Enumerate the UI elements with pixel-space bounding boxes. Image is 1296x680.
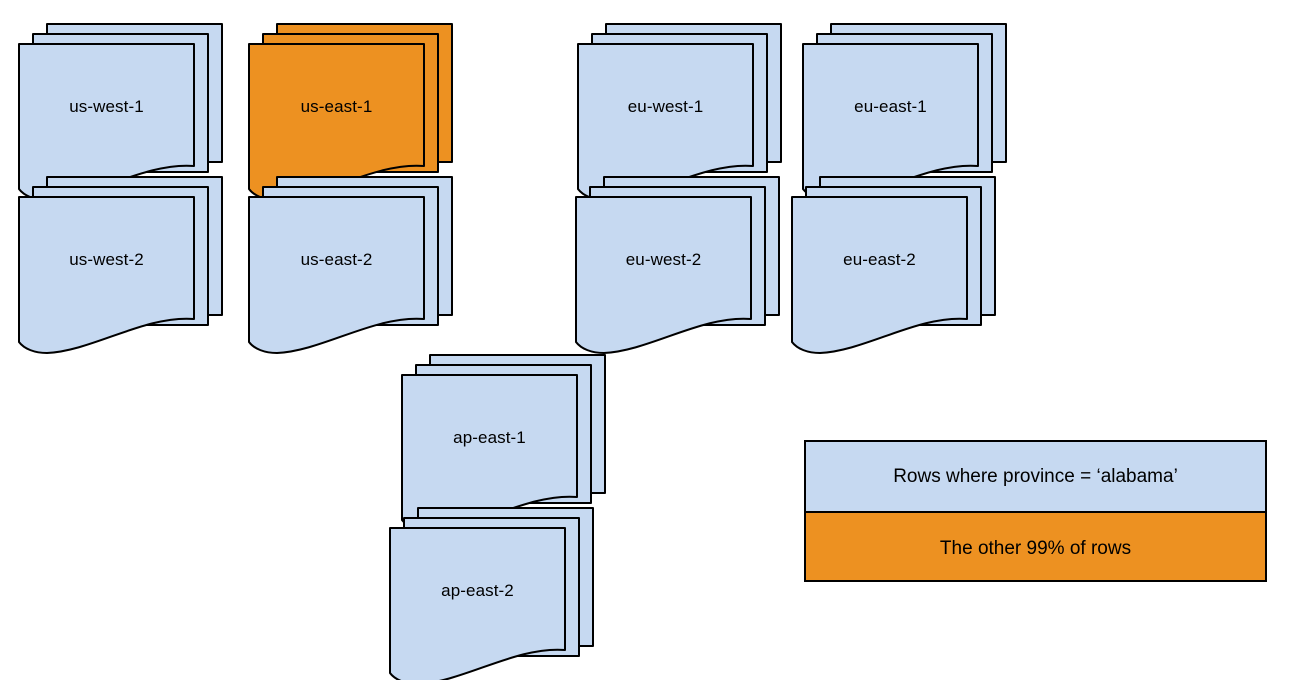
document-stack-us-west-2[interactable]: us-west-2 [18,176,229,354]
document-stack-eu-west-2[interactable]: eu-west-2 [575,176,786,354]
document-stack-us-east-1[interactable]: us-east-1 [248,23,459,201]
document-stack-shape-ap-east-2 [389,507,594,680]
legend-label-alabama-rows: Rows where province = ‘alabama’ [893,465,1178,487]
document-stack-shape-us-west-2 [18,176,223,354]
document-stack-eu-east-2[interactable]: eu-east-2 [791,176,1002,354]
document-stack-us-west-1[interactable]: us-west-1 [18,23,229,201]
document-stack-eu-east-1[interactable]: eu-east-1 [802,23,1013,201]
legend: Rows where province = ‘alabama’ The othe… [804,440,1267,582]
document-stack-us-east-2[interactable]: us-east-2 [248,176,459,354]
document-sheet-us-east-2-3 [248,196,425,354]
document-sheet-ap-east-2-3 [389,527,566,680]
document-stack-ap-east-1[interactable]: ap-east-1 [401,354,612,532]
document-sheet-us-west-2-3 [18,196,195,354]
document-stack-shape-eu-west-1 [577,23,782,201]
legend-label-other-rows: The other 99% of rows [939,537,1132,559]
document-stack-shape-eu-east-2 [791,176,996,354]
document-stack-shape-ap-east-1 [401,354,606,532]
document-stack-shape-eu-west-2 [575,176,780,354]
document-stack-shape-us-west-1 [18,23,223,201]
document-sheet-eu-east-2-3 [791,196,968,354]
document-stack-shape-us-east-2 [248,176,453,354]
document-sheet-eu-west-2-3 [575,196,752,354]
document-stack-ap-east-2[interactable]: ap-east-2 [389,507,600,680]
legend-row-alabama-rows: Rows where province = ‘alabama’ [806,442,1265,513]
legend-row-other-rows: The other 99% of rows [806,513,1265,580]
document-stack-shape-us-east-1 [248,23,453,201]
document-stack-eu-west-1[interactable]: eu-west-1 [577,23,788,201]
document-stack-shape-eu-east-1 [802,23,1007,201]
